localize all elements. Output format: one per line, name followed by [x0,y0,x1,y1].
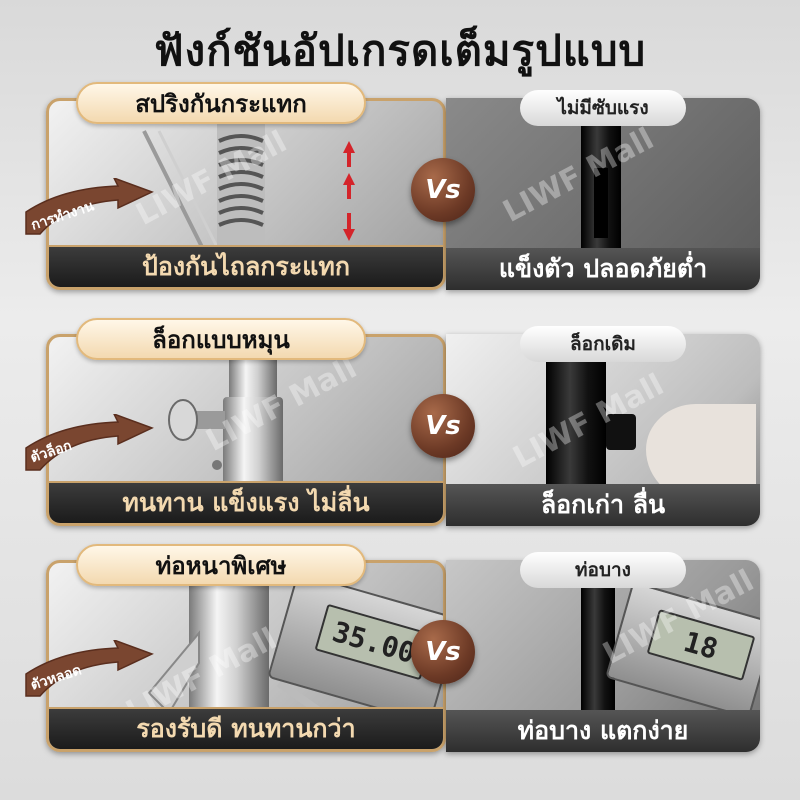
arrow-tag-tube: ตัวหลอด [22,638,154,702]
page-title: ฟังก์ชันอัปเกรดเต็มรูปแบบ [153,26,647,75]
compare-title-thin-tube: ท่อบาง [520,552,686,588]
lock-knob-illustration [168,399,225,470]
feature-title-lock: ล็อกแบบหมุน [76,318,366,360]
feature-title-spring: สปริงกันกระแทก [76,82,366,124]
compare-title-old-lock: ล็อกเดิม [520,326,686,362]
feature-caption-lock: ทนทาน แข็งแรง ไม่ลื่น [49,481,443,523]
comparison-row-lock: LIWF Mall ล็อกแบบหมุน LIWF Mall ล็อกเดิม… [0,318,800,526]
feature-caption-spring: ป้องกันไถลกระแทก [49,245,443,287]
vs-badge: Vs [411,158,475,222]
comparison-row-spring: LIWF Mall สปริงกันกระแทก LIWF Mall ไม่มี… [0,82,800,290]
comparison-row-tube: 35.00 LIWF Mall ท่อหนาพิเศษ 18 LIWF Mall… [0,544,800,752]
arrow-tag-lock: ตัวล็อก [22,412,154,476]
compare-caption-no-absorb: แข็งตัว ปลอดภัยต่ำ [446,248,760,290]
feature-title-thick-tube: ท่อหนาพิเศษ [76,544,366,586]
compare-caption-old-lock: ล็อกเก่า ลื่น [446,484,760,526]
arrow-tag-function: การทำงาน [22,176,154,240]
curved-arrow-icon [25,176,154,235]
compare-caption-thin-tube: ท่อบาง แตกง่าย [446,710,760,752]
watermark: LIWF Mall [497,121,660,230]
vs-badge: Vs [411,620,475,684]
compare-title-no-absorb: ไม่มีซับแรง [520,90,686,126]
feature-caption-thick-tube: รองรับดี ทนทานกว่า [49,707,443,749]
curved-arrow-icon [25,638,154,697]
vs-badge: Vs [411,394,475,458]
curved-arrow-icon [25,412,154,471]
